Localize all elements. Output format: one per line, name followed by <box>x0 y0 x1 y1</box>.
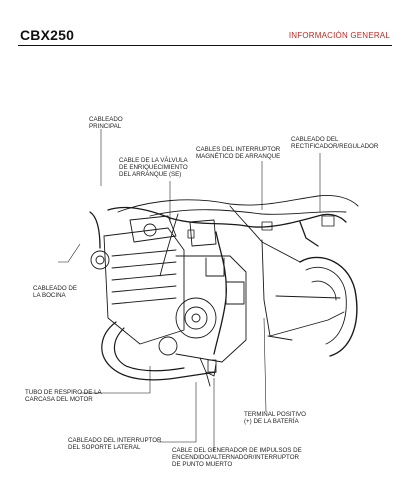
leader-sidestand-harness <box>158 382 197 443</box>
rear-wheel <box>299 256 358 357</box>
label-regulator-harness: CABLEADO DEL RECTIFICADOR/REGULADOR <box>291 136 379 150</box>
frame-outline <box>117 195 359 337</box>
wiring-harness <box>89 206 347 355</box>
horn <box>90 250 110 270</box>
leader-horn-harness <box>58 243 81 263</box>
label-enrichment-valve-cable: CABLE DE LA VÁLVULA DE ENRIQUECIMIENTO D… <box>119 157 188 178</box>
model-title: CBX250 <box>20 27 75 43</box>
exhaust-pipes <box>101 321 217 381</box>
leader-battery-terminal <box>263 317 267 413</box>
label-crankcase-breather: TUBO DE RESPIRO DE LA CARCASA DEL MOTOR <box>25 389 102 403</box>
label-sidestand-switch-harness: CABLEADO DEL INTERRUPTOR DEL SOPORTE LAT… <box>68 437 162 451</box>
label-starter-switch-cables: CABLES DEL INTERRUPTOR MAGNÉTICO DE ARRA… <box>196 146 281 160</box>
label-horn-harness: CABLEADO DE LA BOCINA <box>33 285 78 299</box>
footpeg-assembly <box>199 335 293 387</box>
leader-breather <box>80 366 151 394</box>
connectors <box>187 215 335 373</box>
label-main-harness: CABLEADO PRINCIPAL <box>89 116 123 130</box>
engine-block <box>103 227 247 363</box>
header-rule <box>18 45 392 46</box>
label-battery-terminal: TERMINAL POSITIVO (+) DE LA BATERÍA <box>244 411 306 425</box>
label-pulse-generator-cable: CABLE DEL GENERADOR DE IMPULSOS DE ENCEN… <box>172 447 302 468</box>
section-title: INFORMACIÓN GENERAL <box>288 31 390 40</box>
